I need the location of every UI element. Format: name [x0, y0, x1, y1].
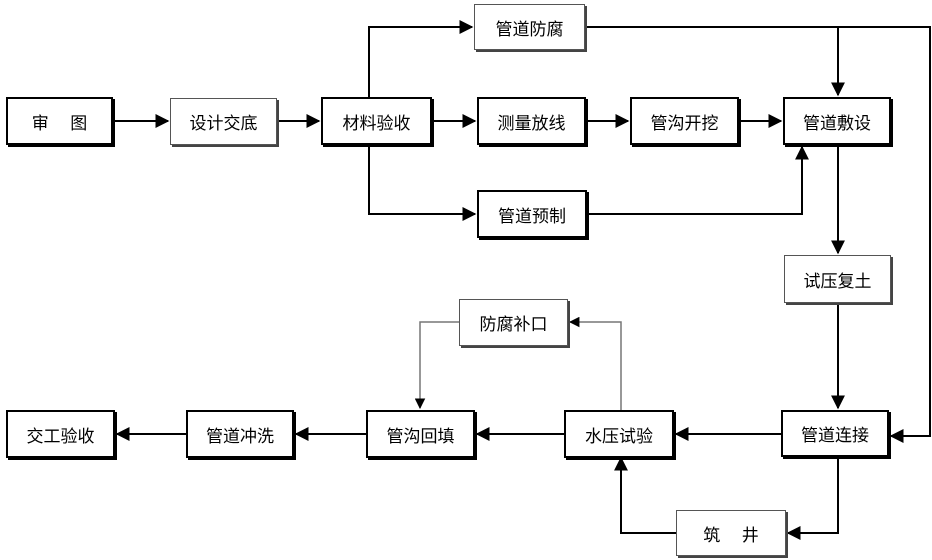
- node-guandao-yuzhi: 管道预制: [477, 190, 587, 238]
- node-guandao-chongxi: 管道冲洗: [186, 410, 294, 458]
- node-guandao-fangfu: 管道防腐: [474, 4, 585, 50]
- arrow-bukou-to-huitian: [414, 321, 459, 410]
- node-zhujing: 筑 井: [676, 510, 786, 556]
- arrow-shuiya-to-bukou: [568, 316, 622, 410]
- arrow-zhujing-to-shuiya: [614, 456, 676, 534]
- node-gougou-kaiwa: 管沟开挖: [630, 97, 739, 145]
- node-cailiao-yanshou: 材料验收: [321, 97, 432, 145]
- node-sheji-jiaodi: 设计交底: [170, 98, 277, 145]
- node-shuiya-shiyan: 水压试验: [564, 410, 674, 458]
- node-shentu: 审 图: [6, 97, 113, 145]
- node-shiya-futu: 试压复土: [784, 255, 891, 303]
- node-jiaogong-yanshou: 交工验收: [6, 410, 115, 458]
- node-fangfu-bukou: 防腐补口: [459, 299, 568, 346]
- arrow-cailiao-to-yuzhi: [368, 145, 477, 221]
- arrow-cailiao-to-fangfu: [368, 20, 474, 97]
- arrow-fangfu-to-lianjie: [838, 26, 931, 443]
- node-guandao-fushe: 管道敷设: [783, 97, 891, 145]
- arrow-yuzhi-to-fushe: [587, 145, 809, 215]
- node-gougou-huitian: 管沟回填: [366, 410, 475, 458]
- node-celiang-fangxian: 测量放线: [477, 97, 586, 145]
- node-guandao-lianjie: 管道连接: [781, 410, 889, 457]
- arrow-lianjie-to-zhujing: [786, 457, 839, 540]
- arrow-fangfu-to-fushe: [585, 26, 845, 97]
